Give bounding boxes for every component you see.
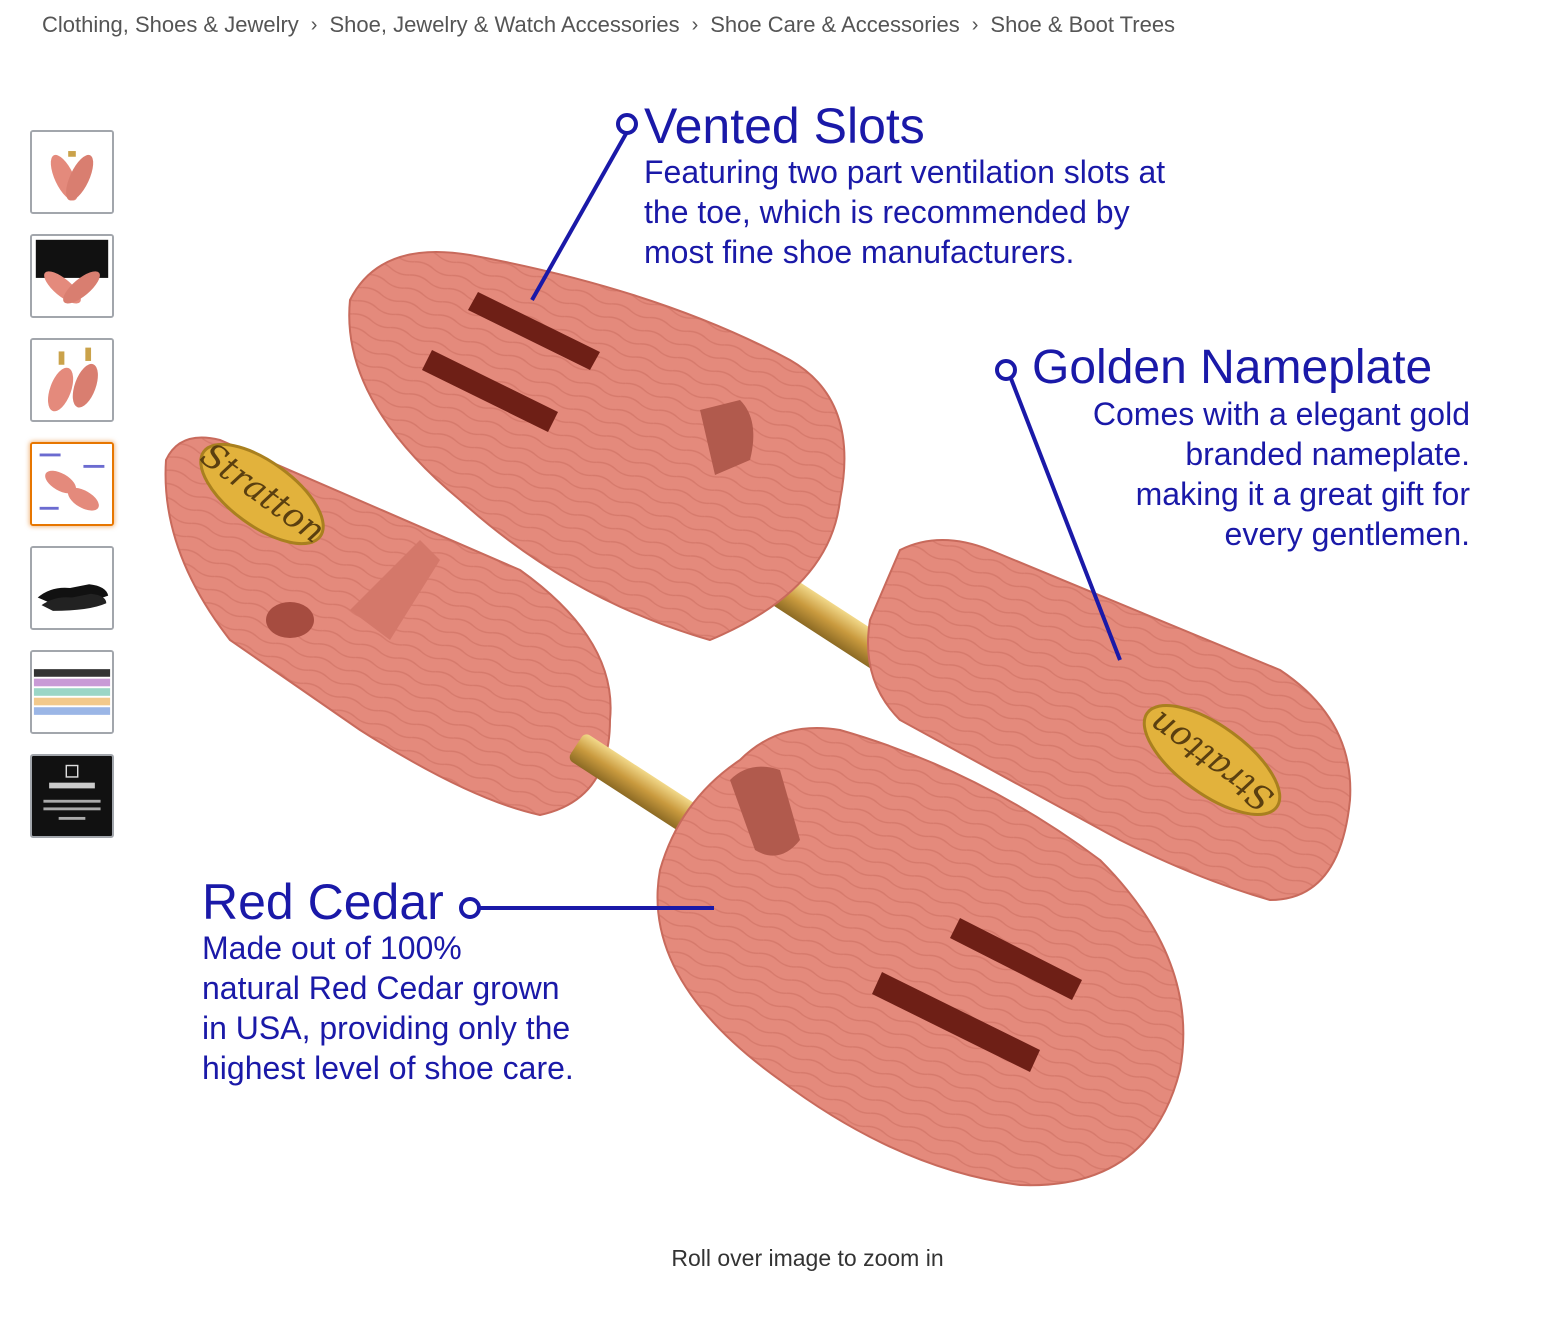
callout-golden-nameplate: Golden Nameplate Comes with a elegant go… bbox=[1020, 342, 1470, 554]
callout-vented-slots-line: the toe, which is recommended by bbox=[644, 194, 1130, 230]
breadcrumb-separator-icon: › bbox=[310, 13, 318, 36]
callout-red-cedar-line: highest level of shoe care. bbox=[202, 1050, 574, 1086]
callout-red-cedar-title: Red Cedar bbox=[202, 874, 444, 930]
shoe-tree-pair-thumb-icon bbox=[32, 340, 112, 420]
callout-golden-nameplate-title: Golden Nameplate bbox=[1032, 341, 1433, 394]
callout-vented-slots-title: Vented Slots bbox=[644, 98, 925, 154]
callout-vented-slots-line: Featuring two part ventilation slots at bbox=[644, 154, 1166, 190]
breadcrumb: Clothing, Shoes & Jewelry › Shoe, Jewelr… bbox=[42, 8, 1175, 42]
cedar-shoe-trees-illustration: Stratton Stratton bbox=[164, 113, 1352, 1187]
thumbnail-4-selected[interactable] bbox=[30, 442, 114, 526]
callout-red-cedar-line: in USA, providing only the bbox=[202, 1010, 571, 1046]
breadcrumb-shoe-boot-trees[interactable]: Shoe & Boot Trees bbox=[990, 12, 1176, 37]
callout-vented-slots: Vented Slots Featuring two part ventilat… bbox=[644, 100, 1264, 272]
thumbnail-7[interactable] bbox=[30, 754, 114, 838]
brand-card-thumb-icon bbox=[32, 756, 112, 836]
thumbnail-1[interactable] bbox=[30, 130, 114, 214]
thumbnail-strip bbox=[30, 130, 114, 858]
breadcrumb-clothing-shoes-jewelry[interactable]: Clothing, Shoes & Jewelry bbox=[42, 12, 299, 37]
dress-shoes-thumb-icon bbox=[32, 548, 112, 628]
breadcrumb-separator-icon: › bbox=[691, 13, 699, 36]
thumbnail-6[interactable] bbox=[30, 650, 114, 734]
callout-golden-nameplate-line: every gentlemen. bbox=[1224, 516, 1470, 552]
callout-red-cedar-line: Made out of 100% bbox=[202, 930, 462, 966]
callout-red-cedar: Red Cedar Made out of 100% natural Red C… bbox=[202, 876, 662, 1088]
breadcrumb-shoe-jewelry-watch-accessories[interactable]: Shoe, Jewelry & Watch Accessories bbox=[329, 12, 680, 37]
thumbnail-5[interactable] bbox=[30, 546, 114, 630]
shoe-tree-infographic-thumb-icon bbox=[32, 444, 112, 524]
callout-leader-lines bbox=[459, 113, 1122, 919]
shoe-tree-box-thumb-icon bbox=[32, 236, 112, 316]
shoe-tree-crossed-thumb-icon bbox=[32, 132, 112, 212]
breadcrumb-separator-icon: › bbox=[971, 13, 979, 36]
thumbnail-3[interactable] bbox=[30, 338, 114, 422]
callout-red-cedar-line: natural Red Cedar grown bbox=[202, 970, 560, 1006]
breadcrumb-shoe-care-accessories[interactable]: Shoe Care & Accessories bbox=[710, 12, 960, 37]
callout-golden-nameplate-line: branded nameplate. bbox=[1185, 436, 1470, 472]
thumbnail-2[interactable] bbox=[30, 234, 114, 318]
main-product-image[interactable]: Stratton Stratton Vented Slots Featuring… bbox=[140, 80, 1510, 1210]
callout-golden-nameplate-line: Comes with a elegant gold bbox=[1092, 396, 1470, 432]
size-chart-thumb-icon bbox=[32, 652, 112, 732]
zoom-hint: Roll over image to zoom in bbox=[671, 1245, 944, 1271]
callout-vented-slots-line: most fine shoe manufacturers. bbox=[644, 234, 1075, 270]
callout-golden-nameplate-line: making it a great gift for bbox=[1135, 476, 1470, 512]
